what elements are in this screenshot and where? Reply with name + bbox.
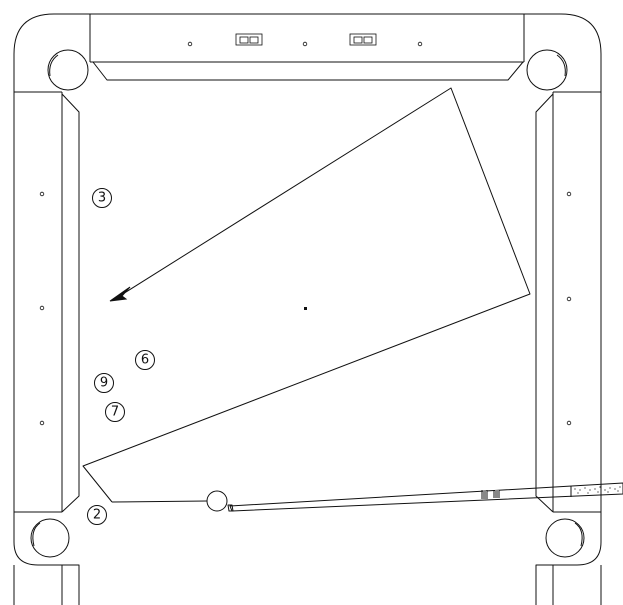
ball-6: 6 xyxy=(135,350,155,370)
ball-number: 7 xyxy=(111,405,119,420)
kick-shot-path xyxy=(82,87,531,503)
rail-plates xyxy=(235,33,377,46)
top-cushion xyxy=(92,61,524,81)
ball-number: 9 xyxy=(100,376,108,391)
cue-ball xyxy=(206,490,228,512)
ball-2: 2 xyxy=(87,505,107,525)
ball-3: 3 xyxy=(92,188,112,208)
table-center-spot xyxy=(304,307,307,310)
ball-number: 2 xyxy=(93,508,101,523)
ball-number: 6 xyxy=(141,353,149,368)
left-cushion xyxy=(61,93,80,513)
pocket-top-left xyxy=(13,13,91,93)
right-cushion-lower xyxy=(535,564,553,605)
rail-diamonds xyxy=(39,41,572,426)
pocket-bottom-left xyxy=(13,511,70,566)
cue-wrap-band xyxy=(495,490,499,498)
cue-wrap-band xyxy=(483,491,487,499)
right-cushion xyxy=(535,93,554,513)
top-rail xyxy=(89,13,525,63)
cue-stick xyxy=(227,482,623,512)
pocket-top-right xyxy=(524,13,602,93)
pocket-bottom-right xyxy=(545,511,602,566)
object-balls: 3 6 9 7 2 xyxy=(87,188,155,525)
arrow-head-icon xyxy=(109,286,131,302)
ball-7: 7 xyxy=(105,402,125,422)
ball-9: 9 xyxy=(94,373,114,393)
ball-number: 3 xyxy=(98,191,106,206)
right-rail xyxy=(552,92,602,605)
left-rail xyxy=(13,92,63,605)
left-cushion-lower xyxy=(62,564,80,605)
